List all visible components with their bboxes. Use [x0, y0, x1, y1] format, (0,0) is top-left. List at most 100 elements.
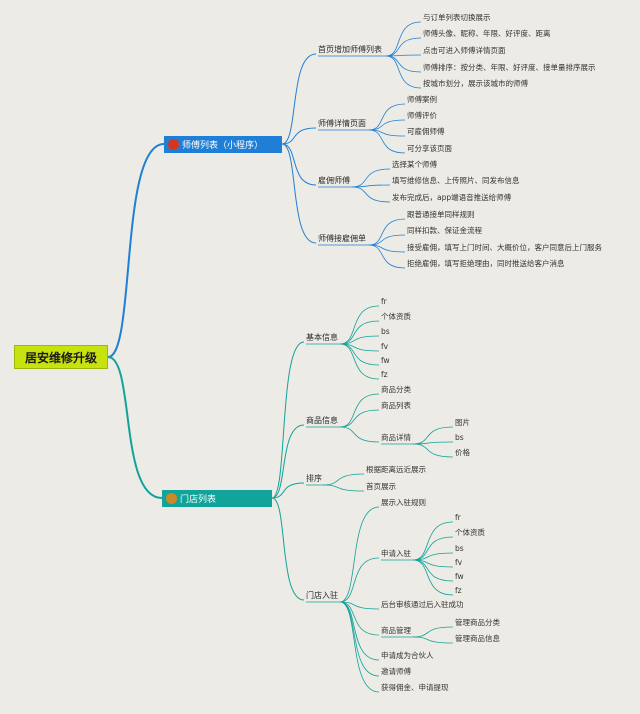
topic-node-level3[interactable]: 可分享该页面 — [407, 144, 452, 154]
topic-label: 图片 — [455, 418, 470, 427]
topic-node-level4[interactable]: bs — [455, 433, 464, 443]
topic-label: 管理商品信息 — [455, 634, 500, 643]
connector-line — [339, 343, 380, 366]
topic-node-level3[interactable]: 个体资质 — [381, 312, 411, 322]
topic-label: fv — [455, 558, 463, 567]
topic-label: 个体资质 — [381, 312, 411, 321]
topic-node-level4[interactable]: fw — [455, 572, 464, 582]
topic-node-level3[interactable]: 师傅案例 — [407, 95, 437, 105]
topic-node-level3[interactable]: 可雇佣师傅 — [407, 127, 445, 137]
topic-node-level2[interactable]: 排序 — [306, 474, 322, 484]
topic-label: 基本信息 — [306, 333, 338, 342]
topic-node-level3[interactable]: 师傅评价 — [407, 111, 437, 121]
connector-line — [339, 601, 380, 661]
topic-node-level4[interactable]: fv — [455, 558, 462, 568]
topic-node-level3[interactable]: 根据距离远近展示 — [366, 465, 426, 475]
topic-node-level3[interactable]: 填写维修信息、上传照片、同发布信息 — [392, 176, 520, 186]
topic-label: fw — [455, 572, 464, 581]
topic-node-level2[interactable]: 门店入驻 — [306, 591, 338, 601]
connector-line — [271, 424, 305, 499]
topic-label: 首页增加师傅列表 — [318, 45, 382, 54]
topic-node-level4[interactable]: fr — [455, 513, 461, 523]
topic-node-level4[interactable]: 个体资质 — [455, 528, 485, 538]
topic-node-level2[interactable]: 基本信息 — [306, 333, 338, 343]
topic-label: 首页展示 — [366, 482, 396, 491]
topic-node-level3[interactable]: fw — [381, 356, 390, 366]
topic-label: 商品管理 — [381, 626, 411, 635]
connector-line — [412, 552, 454, 561]
topic-node-level2[interactable]: 师傅接雇佣单 — [318, 234, 366, 244]
topic-node-level3[interactable]: 商品管理 — [381, 626, 411, 636]
topic-node-level2[interactable]: 雇佣师傅 — [318, 176, 350, 186]
topic-node-level3[interactable]: 师傅头像、昵称、年限、好评度、距离 — [423, 29, 551, 39]
topic-label: 跟普通接单同样规则 — [407, 210, 475, 219]
topic-label: 申请成为合伙人 — [381, 651, 434, 660]
topic-node-level3[interactable]: 跟普通接单同样规则 — [407, 210, 475, 220]
topic-node-level3[interactable]: 接受雇佣，填写上门时间、大概价位，客户同意后上门服务 — [407, 243, 602, 253]
topic-node-level2[interactable]: 首页增加师傅列表 — [318, 45, 382, 55]
topic-node-level3[interactable]: 获得佣金、申请提现 — [381, 683, 449, 693]
connector-line — [412, 536, 454, 561]
topic-node-level4[interactable]: fz — [455, 586, 462, 596]
topic-node-level4[interactable]: 管理商品分类 — [455, 618, 500, 628]
connector-line — [271, 482, 305, 499]
topic-label: 排序 — [306, 474, 322, 483]
topic-label: 商品详情 — [381, 433, 411, 442]
topic-node-level3[interactable]: 师傅排序：按分类、年限、好评度、接单量排序展示 — [423, 63, 596, 73]
branch-marker-icon — [168, 139, 179, 150]
topic-node-level3[interactable]: 商品详情 — [381, 433, 411, 443]
connector-line — [339, 426, 380, 443]
topic-node-level3[interactable]: 选择某个师傅 — [392, 160, 437, 170]
connector-line — [339, 601, 380, 677]
branch-node-1[interactable]: 师傅列表（小程序） — [164, 136, 282, 153]
topic-label: bs — [455, 433, 464, 442]
topic-node-level3[interactable]: 点击可进入师傅详情页面 — [423, 46, 506, 56]
topic-node-level3[interactable]: bs — [381, 327, 390, 337]
topic-label: 申请入驻 — [381, 549, 411, 558]
topic-node-level2[interactable]: 师傅详情页面 — [318, 119, 366, 129]
topic-node-level3[interactable]: 邀请师傅 — [381, 667, 411, 677]
topic-node-level4[interactable]: 图片 — [455, 418, 470, 428]
topic-node-level3[interactable]: 商品分类 — [381, 385, 411, 395]
connector-line — [339, 343, 380, 380]
topic-node-level2[interactable]: 商品信息 — [306, 416, 338, 426]
topic-node-level3[interactable]: fz — [381, 370, 388, 380]
connector-line — [339, 601, 380, 636]
topic-node-level3[interactable]: 按城市划分，展示该城市的师傅 — [423, 79, 528, 89]
branch-label: 门店列表 — [180, 495, 217, 505]
topic-node-level3[interactable]: 与订单列表切换展示 — [423, 13, 491, 23]
connector-line — [339, 393, 380, 428]
topic-node-level3[interactable]: 发布完成后，app端语音推送给师傅 — [392, 193, 511, 203]
topic-node-level3[interactable]: 申请入驻 — [381, 549, 411, 559]
branch-node-2[interactable]: 门店列表 — [162, 490, 272, 507]
topic-node-level3[interactable]: 商品列表 — [381, 401, 411, 411]
topic-label: 展示入驻规则 — [381, 498, 426, 507]
topic-label: 师傅评价 — [407, 111, 437, 120]
topic-node-level4[interactable]: 价格 — [455, 448, 470, 458]
topic-node-level3[interactable]: 申请成为合伙人 — [381, 651, 434, 661]
connector-line — [412, 636, 454, 644]
connector-line — [368, 234, 406, 246]
connector-line — [412, 559, 454, 596]
branch-marker-icon — [166, 493, 177, 504]
topic-node-level3[interactable]: 展示入驻规则 — [381, 498, 426, 508]
connector-line — [412, 521, 454, 561]
connector-line — [281, 53, 317, 145]
topic-label: 商品信息 — [306, 416, 338, 425]
connector-line — [385, 55, 422, 73]
topic-node-level4[interactable]: 管理商品信息 — [455, 634, 500, 644]
topic-label: 师傅案例 — [407, 95, 437, 104]
topic-node-level3[interactable]: 同样扣款、保证金流程 — [407, 226, 482, 236]
connector-line — [107, 356, 163, 499]
topic-node-level3[interactable]: 后台审核通过后入驻成功 — [381, 600, 464, 610]
topic-node-level3[interactable]: fv — [381, 342, 388, 352]
topic-label: 点击可进入师傅详情页面 — [423, 46, 506, 55]
topic-node-level4[interactable]: bs — [455, 544, 464, 554]
topic-node-level3[interactable]: 首页展示 — [366, 482, 396, 492]
connector-line — [351, 186, 391, 203]
topic-node-level3[interactable]: 拒绝雇佣，填写拒绝理由，同时推送给客户消息 — [407, 259, 565, 269]
topic-label: 师傅排序：按分类、年限、好评度、接单量排序展示 — [423, 63, 596, 72]
root-node[interactable]: 居安维修升级 — [14, 345, 108, 369]
topic-node-level3[interactable]: fr — [381, 297, 387, 307]
